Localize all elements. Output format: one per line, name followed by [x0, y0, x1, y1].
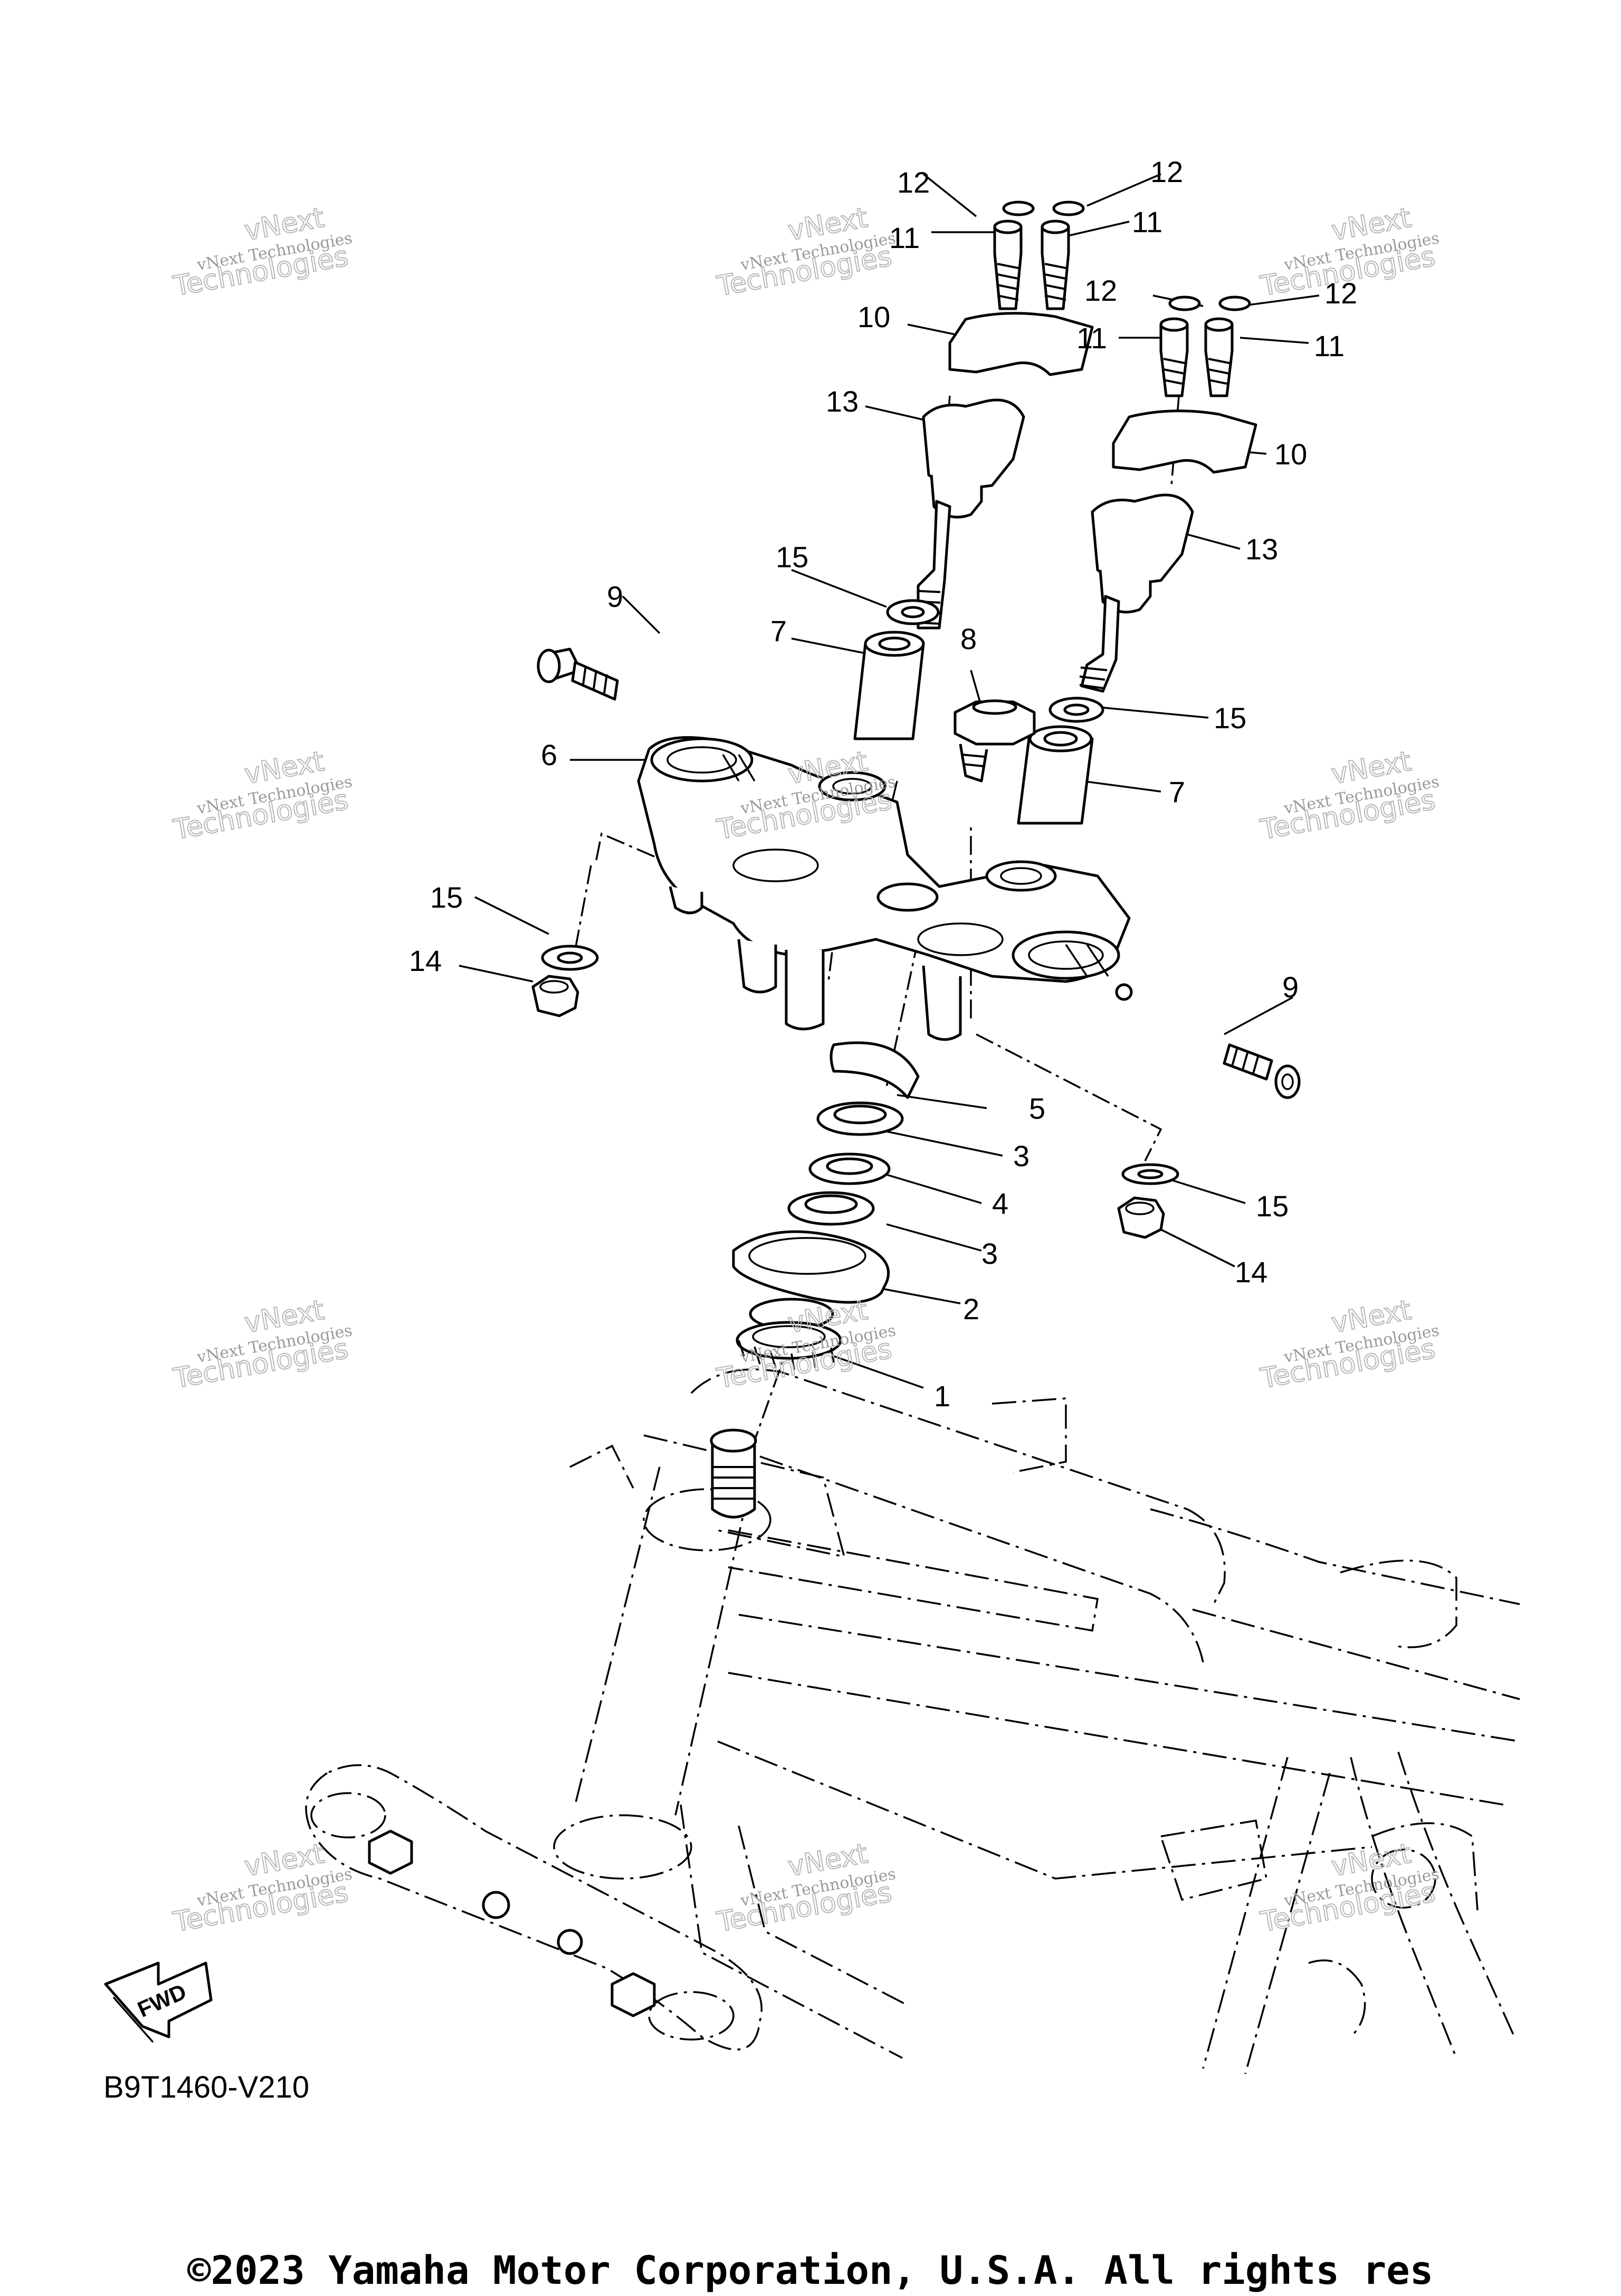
steering-stem-stub [710, 1428, 757, 1519]
bolt-11-right-a [1159, 317, 1189, 397]
cap-12-left-b [1052, 201, 1085, 216]
clamp-bolt-9-left [537, 647, 619, 701]
callout-13: 13 [1245, 532, 1278, 566]
upper-holder-10-left [948, 312, 1094, 376]
copyright-notice: ©2023 Yamaha Motor Corporation, U.S.A. A… [187, 2248, 1433, 2293]
callout-1: 1 [934, 1379, 950, 1413]
callout-12: 12 [1084, 274, 1117, 307]
washer-15-left-lower [541, 945, 599, 971]
steering-stem-nut-8 [953, 699, 1036, 783]
callout-14: 14 [1235, 1255, 1267, 1289]
callout-12: 12 [1324, 277, 1357, 310]
callout-10: 10 [857, 300, 890, 334]
callout-15: 15 [430, 881, 463, 914]
nut-14-right [1117, 1196, 1165, 1239]
nut-14-left [531, 975, 579, 1017]
washer-5-lock [829, 1041, 920, 1099]
callout-9: 9 [607, 580, 623, 613]
callout-5: 5 [1029, 1092, 1045, 1125]
callout-2: 2 [963, 1292, 979, 1326]
bearing-1 [736, 1298, 842, 1370]
upper-holder-10-right [1112, 409, 1257, 474]
callout-11: 11 [1132, 205, 1162, 239]
callout-7: 7 [770, 614, 787, 647]
watermark-7: vNext Technologies vNext Technologies [170, 1294, 354, 1395]
callout-11: 11 [1076, 321, 1107, 355]
callout-8: 8 [960, 622, 977, 655]
lower-holder-13-right [1091, 493, 1194, 587]
callout-3: 3 [981, 1237, 998, 1270]
rubber-washer-4 [808, 1152, 891, 1185]
collar-7-left [853, 642, 925, 740]
callout-7: 7 [1169, 775, 1185, 808]
callout-13: 13 [826, 385, 859, 418]
ring-nut-3-lower [787, 1191, 875, 1226]
watermark-1: vNext Technologies vNext Technologies [170, 202, 354, 303]
callout-15: 15 [1256, 1189, 1289, 1223]
handlebar-holder-right [1017, 296, 1257, 825]
callout-6: 6 [541, 738, 557, 771]
clamp-bolt-9-right [1223, 1043, 1301, 1099]
bolt-11-left-b [1041, 220, 1070, 310]
washer-15-right-lower [1121, 1163, 1179, 1185]
callout-11: 11 [889, 221, 920, 254]
callout-10: 10 [1274, 437, 1307, 471]
watermark-6: vNext Technologies vNext Technologies [1257, 745, 1441, 846]
bearing-cover-2 [732, 1230, 890, 1304]
diagram-code: B9T1460-V210 [103, 2070, 309, 2104]
callout-14: 14 [409, 944, 442, 977]
callout-15: 15 [1214, 701, 1246, 735]
watermark-12: vNext Technologies vNext Technologies [1257, 1837, 1441, 1939]
watermark-10: vNext Technologies vNext Technologies [170, 1837, 354, 1939]
callout-3: 3 [1013, 1139, 1029, 1173]
callout-12: 12 [897, 166, 930, 199]
fwd-arrow-icon: FWD [104, 1961, 213, 2043]
handlebar-holder-left [853, 201, 1094, 740]
upper-bracket-6 [637, 736, 1133, 1041]
frame-outline [305, 1368, 1520, 2074]
watermark-4: vNext Technologies vNext Technologies [170, 745, 354, 846]
callouts: 12 12 11 11 12 12 11 11 10 10 13 13 15 1… [409, 155, 1357, 1413]
bolt-11-left-a [993, 220, 1023, 310]
bottom-clamp-bolts [368, 1830, 656, 2017]
watermark-2: vNext Technologies vNext Technologies [714, 202, 897, 303]
callout-12: 12 [1150, 155, 1183, 188]
watermark-11: vNext Technologies vNext Technologies [714, 1837, 897, 1939]
callout-11: 11 [1314, 329, 1345, 363]
bolt-11-right-b [1204, 317, 1234, 397]
callout-9: 9 [1282, 970, 1299, 1004]
callout-15: 15 [776, 540, 808, 574]
callout-4: 4 [992, 1187, 1008, 1220]
cap-12-left-a [1002, 201, 1035, 216]
ring-nut-3-upper [816, 1101, 904, 1136]
lower-holder-13-left [922, 398, 1025, 492]
watermark-9: vNext Technologies vNext Technologies [1257, 1294, 1441, 1395]
